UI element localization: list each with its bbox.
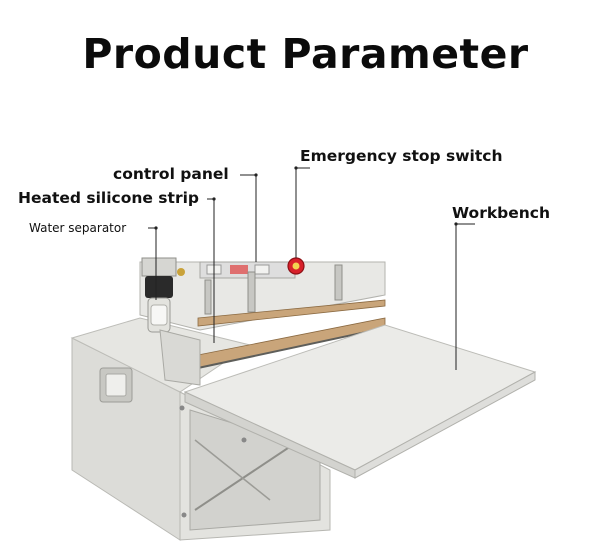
label-emergency-stop-switch: Emergency stop switch (300, 147, 503, 165)
leader-control-panel (240, 174, 257, 262)
water-separator (141, 257, 185, 333)
label-water-separator: Water separator (29, 221, 127, 235)
label-heated-silicone-strip: Heated silicone strip (18, 189, 199, 207)
label-workbench: Workbench (452, 204, 551, 222)
heated-silicone-strip-upper (197, 299, 386, 327)
leader-emergency-stop (295, 167, 310, 258)
label-control-panel: control panel (113, 165, 229, 183)
page-title: Product Parameter (82, 30, 529, 78)
